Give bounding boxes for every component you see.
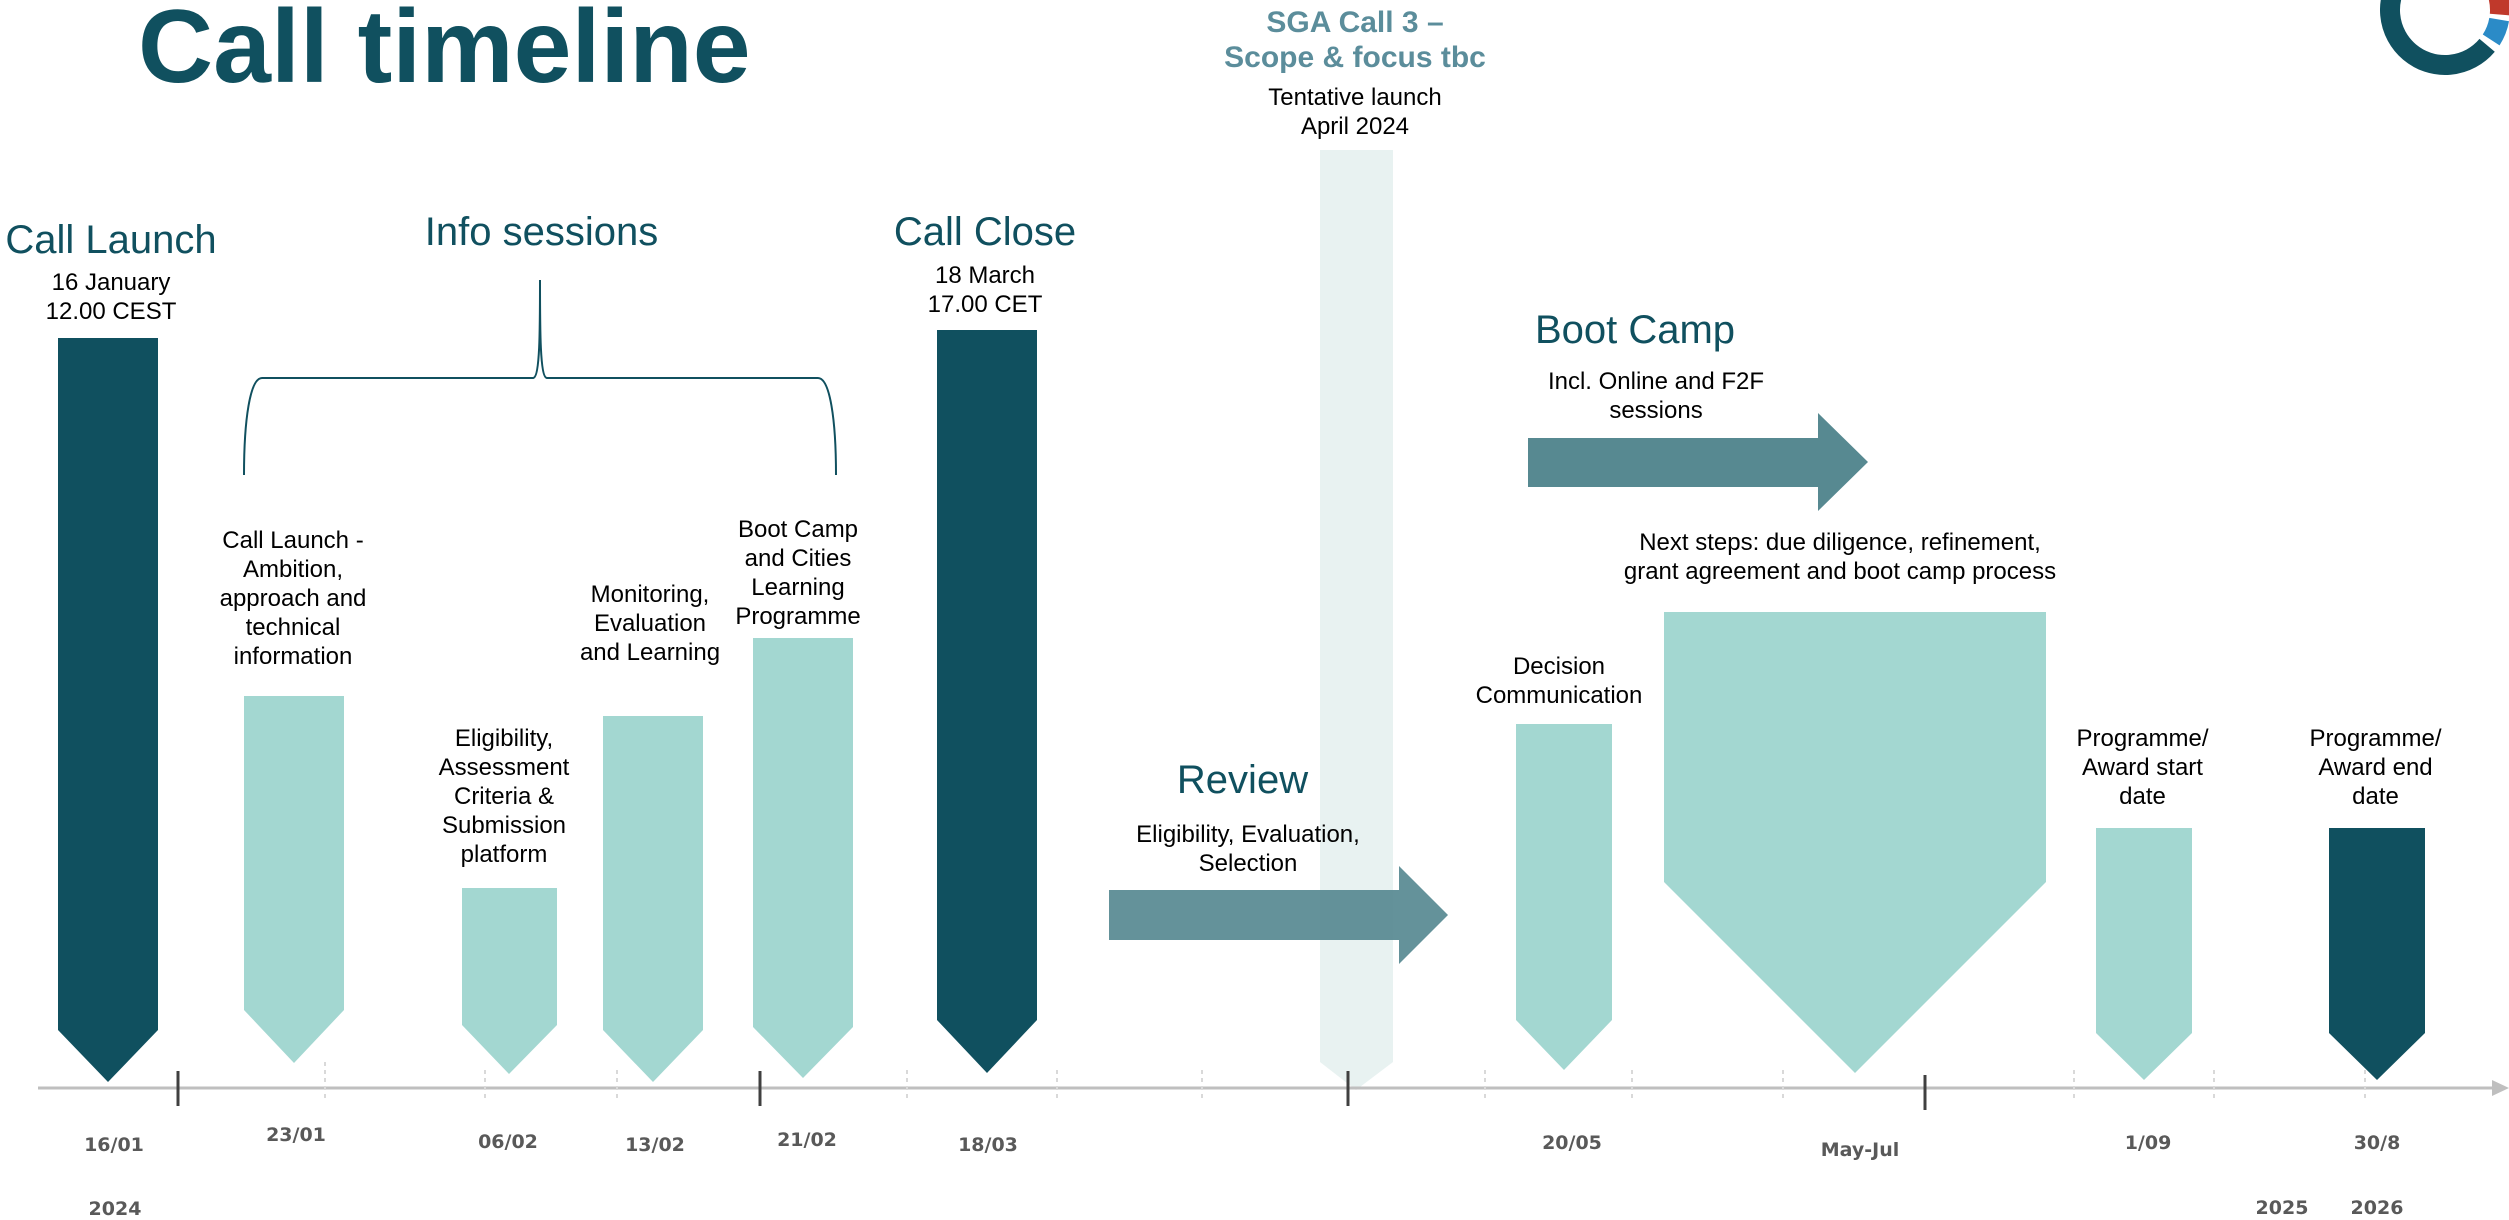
- label-next-steps: Next steps: due diligence, refinement, g…: [1623, 529, 2057, 585]
- bar-0602: [462, 888, 557, 1074]
- info-sessions-brace: [243, 279, 837, 476]
- bar-1302: [603, 716, 703, 1082]
- bar-call-close: [937, 330, 1037, 1073]
- date-label: 23/01: [266, 1124, 326, 1146]
- boot-camp-heading: Boot Camp: [1534, 308, 1736, 352]
- review-arrow: [1109, 866, 1448, 964]
- date-label: 21/02: [777, 1129, 837, 1151]
- minor-ticks: [324, 1062, 2366, 1100]
- info-sessions-heading: Info sessions: [424, 210, 659, 254]
- date-label: 06/02: [478, 1131, 538, 1153]
- date-label: 16/01: [84, 1134, 144, 1156]
- bar-2005: [1516, 724, 1612, 1070]
- review-detail: Eligibility, Evaluation, Selection: [1136, 821, 1360, 877]
- review-heading: Review: [1176, 758, 1309, 802]
- date-label: 18/03: [958, 1134, 1018, 1156]
- major-ticks: [176, 1071, 1927, 1110]
- sga-band: [1320, 150, 1393, 1090]
- call-launch-detail: 16 January 12.00 CEST: [45, 269, 177, 325]
- label-programme-end: Programme/ Award end date: [2309, 725, 2442, 810]
- sga-subtitle: Tentative launch April 2024: [1268, 84, 1442, 140]
- date-label: 30/8: [2353, 1132, 2401, 1154]
- bar-3008: [2329, 828, 2425, 1080]
- label-decision: Decision Communication: [1475, 653, 1643, 709]
- date-label: 20/05: [1542, 1132, 1602, 1154]
- date-label: 13/02: [625, 1134, 685, 1156]
- bar-may-jul: [1664, 612, 2046, 1073]
- date-label: May-Jul: [1820, 1139, 1900, 1161]
- bar-2102: [753, 638, 853, 1078]
- year-label: 2025: [2255, 1197, 2309, 1219]
- timeline-axis-arrowhead: [2492, 1080, 2509, 1096]
- year-label: 2026: [2350, 1197, 2404, 1219]
- bootcamp-arrow: [1528, 413, 1868, 511]
- date-label: 1/09: [2124, 1132, 2172, 1154]
- call-launch-heading: Call Launch: [5, 218, 217, 262]
- bar-0109: [2096, 828, 2192, 1080]
- year-label: 2024: [88, 1198, 142, 1220]
- call-close-detail: 18 March 17.00 CET: [927, 262, 1043, 318]
- sga-title: SGA Call 3 – Scope & focus tbc: [1224, 6, 1486, 74]
- label-bootcamp-cities: Boot Camp and Cities Learning Programme: [735, 516, 861, 630]
- label-programme-start: Programme/ Award start date: [2076, 725, 2209, 810]
- page-title: Call timeline: [138, 0, 751, 105]
- bar-2301: [244, 696, 344, 1063]
- bar-call-launch: [58, 338, 158, 1082]
- label-monitoring: Monitoring, Evaluation and Learning: [579, 581, 721, 666]
- call-close-heading: Call Close: [893, 210, 1077, 254]
- label-launch-ambition: Call Launch - Ambition, approach and tec…: [219, 527, 367, 670]
- logo-icon: [2380, 0, 2509, 75]
- label-eligibility: Eligibility, Assessment Criteria & Submi…: [438, 725, 570, 868]
- boot-camp-detail: Incl. Online and F2F sessions: [1547, 368, 1765, 424]
